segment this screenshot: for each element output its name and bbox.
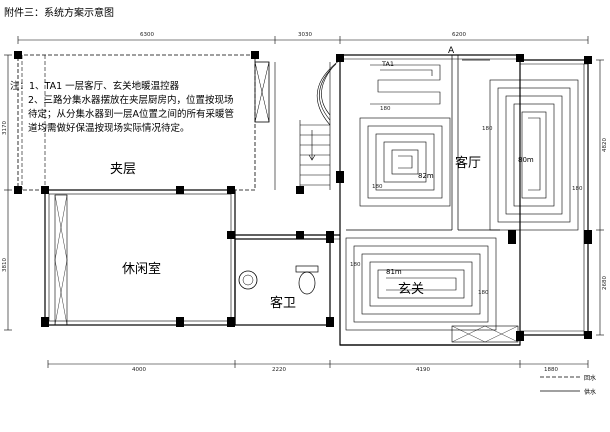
note-line-3: 待定；从分集水器到一层A位置之间的所有采暖管 bbox=[28, 109, 234, 120]
spacing-label: 180 bbox=[380, 106, 391, 112]
spacing-label: 180 bbox=[350, 262, 361, 268]
room-lounge: 休闲室 bbox=[122, 262, 162, 277]
loop-length-entry: 81m bbox=[386, 268, 402, 276]
loop-length-living-right: 80m bbox=[518, 156, 534, 164]
legend-return: 回水 bbox=[584, 375, 597, 382]
dim-right-2: 2680 bbox=[602, 276, 608, 290]
dim-left-2: 3810 bbox=[2, 258, 8, 272]
dim-bottom-3: 4190 bbox=[416, 367, 430, 373]
room-entry: 玄关 bbox=[398, 282, 425, 297]
dim-top-2: 3030 bbox=[298, 32, 312, 38]
dim-top-3: 6200 bbox=[452, 32, 466, 38]
room-mezzanine: 夹层 bbox=[110, 162, 137, 177]
room-guest-bath: 客卫 bbox=[270, 296, 297, 311]
spacing-label: 180 bbox=[482, 126, 493, 132]
notes-block: 注：1、TA1 一层客厅、玄关地暖温控器 2、三路分集水器摆放在夹层厨房内，位置… bbox=[10, 80, 262, 136]
dim-top-1: 6300 bbox=[140, 32, 154, 38]
loop-length-living-left: 82m bbox=[418, 172, 434, 180]
legend-supply: 供水 bbox=[584, 389, 597, 396]
dim-bottom-4: 1880 bbox=[544, 367, 558, 373]
thermostat-label: TA1 bbox=[382, 60, 395, 68]
note-line-2: 2、三路分集水器摆放在夹层厨房内，位置按现场 bbox=[28, 95, 234, 106]
dim-left-1: 3170 bbox=[2, 121, 8, 135]
dim-bottom-1: 4000 bbox=[132, 367, 146, 373]
room-living: 客厅 bbox=[455, 156, 482, 171]
dim-bottom-2: 2220 bbox=[272, 367, 286, 373]
spacing-label: 180 bbox=[478, 290, 489, 296]
note-line-4: 道均需做好保温按现场实际情况待定。 bbox=[28, 123, 190, 134]
page-title: 附件三：系统方案示意图 bbox=[4, 8, 114, 19]
dim-right-1: 4820 bbox=[602, 138, 608, 152]
point-a-label: A bbox=[448, 46, 455, 56]
spacing-label: 180 bbox=[572, 186, 583, 192]
note-line-1: 注：1、TA1 一层客厅、玄关地暖温控器 bbox=[10, 81, 180, 92]
spacing-label: 180 bbox=[372, 184, 383, 190]
